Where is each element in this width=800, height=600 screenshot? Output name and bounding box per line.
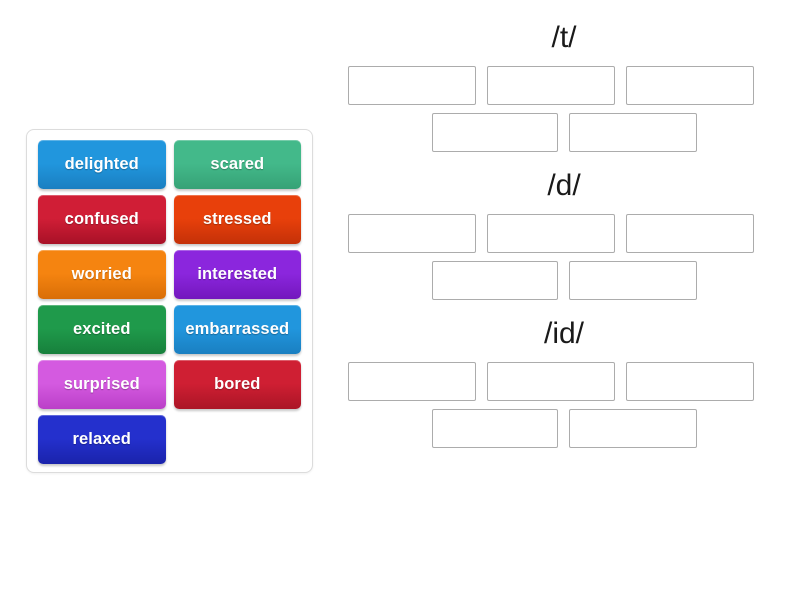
sort-group: /t/ [348, 12, 780, 152]
word-tile[interactable]: worried [34, 247, 170, 302]
word-tile[interactable]: delighted [34, 137, 170, 192]
word-tile-excited[interactable]: excited [38, 305, 166, 354]
drop-zone[interactable] [348, 214, 476, 253]
sort-group: /id/ [348, 308, 780, 448]
drop-zone-row [348, 113, 780, 152]
drop-zone[interactable] [348, 362, 476, 401]
word-tile[interactable]: confused [34, 192, 170, 247]
drop-zone[interactable] [431, 409, 558, 448]
word-tile[interactable]: bored [170, 357, 306, 412]
word-tile-interested[interactable]: interested [173, 250, 301, 299]
drop-zone-row [348, 409, 780, 448]
sorting-groups: /t/ /d/ /id/ [348, 12, 780, 588]
drop-zone[interactable] [487, 214, 615, 253]
drop-zone[interactable] [487, 66, 615, 105]
drop-zone[interactable] [626, 214, 754, 253]
drop-zone[interactable] [626, 66, 754, 105]
word-tile[interactable]: interested [170, 247, 306, 302]
group-title: /t/ [551, 21, 577, 54]
drop-zone[interactable] [626, 362, 754, 401]
group-title: /d/ [547, 169, 581, 202]
word-tile-embarrassed[interactable]: embarrassed [173, 305, 301, 354]
drop-zone[interactable] [487, 362, 615, 401]
drop-zone[interactable] [431, 261, 558, 300]
word-tile-confused[interactable]: confused [38, 195, 166, 244]
word-tile[interactable]: relaxed [34, 412, 170, 467]
drop-zone[interactable] [568, 261, 697, 300]
word-tile[interactable]: surprised [34, 357, 170, 412]
word-tile-bored[interactable]: bored [173, 360, 301, 409]
word-tile-relaxed[interactable]: relaxed [38, 415, 166, 464]
word-tile[interactable]: stressed [170, 192, 306, 247]
word-tile-delighted[interactable]: delighted [38, 140, 166, 189]
drop-zone[interactable] [568, 113, 697, 152]
drop-zone[interactable] [348, 66, 476, 105]
drop-zone-row [348, 261, 780, 300]
word-tile-scared[interactable]: scared [173, 140, 301, 189]
word-tile-surprised[interactable]: surprised [38, 360, 166, 409]
drop-zone[interactable] [568, 409, 697, 448]
drop-zone-row [348, 214, 780, 253]
word-tile[interactable]: excited [34, 302, 170, 357]
drop-zone-row [348, 66, 780, 105]
word-tile[interactable]: embarrassed [170, 302, 306, 357]
word-tile-stressed[interactable]: stressed [173, 195, 301, 244]
word-tile[interactable]: scared [170, 137, 306, 192]
word-tile-worried[interactable]: worried [38, 250, 166, 299]
sort-group: /d/ [348, 160, 780, 300]
group-title: /id/ [543, 317, 585, 350]
drop-zone[interactable] [431, 113, 558, 152]
drop-zone-row [348, 362, 780, 401]
